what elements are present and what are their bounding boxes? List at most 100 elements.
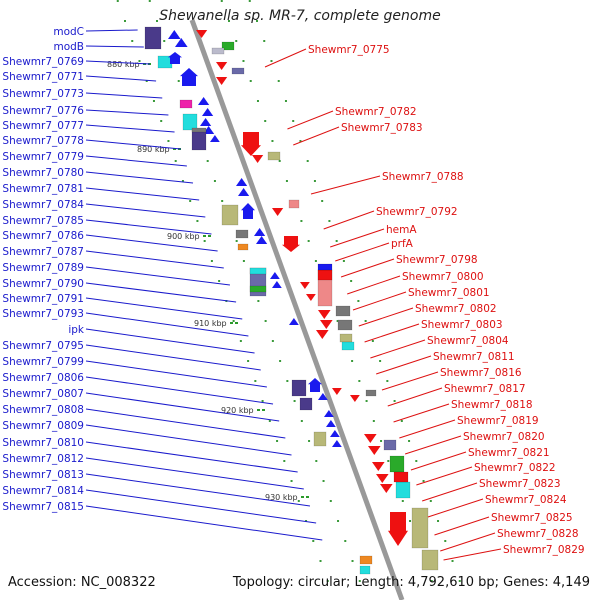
left-gene-label[interactable]: Shewmr7_0795: [2, 340, 84, 352]
gene-arrow-reverse[interactable]: [168, 52, 182, 64]
gene-block[interactable]: [421, 549, 439, 571]
left-gene-label[interactable]: Shewmr7_0779: [2, 151, 84, 163]
left-gene-label[interactable]: Shewmr7_0810: [2, 437, 84, 449]
gene-arrow-reverse[interactable]: [241, 203, 255, 219]
right-gene-label[interactable]: Shewmr7_0816: [440, 367, 522, 379]
gene-block[interactable]: [339, 333, 353, 343]
right-gene-label[interactable]: Shewmr7_0817: [444, 383, 526, 395]
gene-arrow-small[interactable]: [216, 77, 228, 85]
gene-arrow-small[interactable]: [198, 97, 210, 105]
gene-arrow-small[interactable]: [318, 310, 331, 319]
gene-arrow-small[interactable]: [202, 108, 214, 116]
gene-arrow-small[interactable]: [200, 118, 212, 126]
gene-arrow-forward[interactable]: [388, 512, 408, 546]
right-gene-label[interactable]: Shewmr7_0824: [485, 494, 567, 506]
gene-block[interactable]: [411, 507, 429, 549]
left-gene-label[interactable]: Shewmr7_0789: [2, 262, 84, 274]
right-gene-label[interactable]: Shewmr7_0819: [457, 415, 539, 427]
right-gene-label[interactable]: Shewmr7_0829: [503, 544, 585, 556]
gene-block[interactable]: [191, 127, 207, 133]
gene-block[interactable]: [249, 267, 267, 275]
gene-arrow-small[interactable]: [236, 178, 248, 186]
left-gene-label[interactable]: Shewmr7_0773: [2, 88, 84, 100]
gene-arrow-small[interactable]: [368, 446, 381, 455]
left-gene-label[interactable]: Shewmr7_0769: [2, 56, 84, 68]
left-gene-label[interactable]: Shewmr7_0787: [2, 246, 84, 258]
left-gene-label[interactable]: Shewmr7_0781: [2, 183, 84, 195]
right-gene-label[interactable]: hemA: [386, 224, 417, 236]
right-gene-label[interactable]: Shewmr7_0823: [479, 478, 561, 490]
gene-block[interactable]: [337, 319, 353, 331]
gene-block[interactable]: [313, 431, 327, 447]
gene-block[interactable]: [211, 47, 225, 55]
left-gene-label[interactable]: Shewmr7_0808: [2, 404, 84, 416]
gene-arrow-small[interactable]: [376, 474, 389, 483]
gene-block[interactable]: [235, 229, 249, 239]
gene-block[interactable]: [221, 204, 239, 226]
gene-arrow-small[interactable]: [330, 430, 340, 437]
right-gene-label[interactable]: Shewmr7_0803: [421, 319, 503, 331]
gene-block[interactable]: [341, 341, 355, 351]
gene-block[interactable]: [237, 243, 249, 251]
gene-arrow-small[interactable]: [270, 272, 280, 279]
left-gene-label[interactable]: modC: [53, 26, 84, 38]
left-gene-label[interactable]: Shewmr7_0780: [2, 167, 84, 179]
gene-block[interactable]: [365, 389, 377, 397]
right-gene-label[interactable]: Shewmr7_0820: [463, 431, 545, 443]
gene-block[interactable]: [317, 269, 333, 281]
right-gene-label[interactable]: Shewmr7_0828: [497, 528, 579, 540]
left-gene-label[interactable]: Shewmr7_0784: [2, 199, 84, 211]
right-gene-label[interactable]: Shewmr7_0792: [376, 206, 458, 218]
gene-block[interactable]: [389, 455, 405, 473]
gene-block[interactable]: [191, 129, 207, 151]
gene-arrow-small[interactable]: [316, 330, 329, 339]
gene-block[interactable]: [249, 285, 267, 293]
gene-block[interactable]: [359, 565, 371, 575]
left-gene-label[interactable]: modB: [53, 41, 84, 53]
gene-arrow-small[interactable]: [380, 484, 393, 493]
left-gene-label[interactable]: Shewmr7_0815: [2, 501, 84, 513]
right-gene-label[interactable]: Shewmr7_0788: [382, 171, 464, 183]
gene-arrow-small[interactable]: [326, 420, 336, 427]
gene-arrow-small[interactable]: [196, 30, 208, 38]
left-gene-label[interactable]: Shewmr7_0793: [2, 308, 84, 320]
gene-block[interactable]: [267, 151, 281, 161]
right-gene-label[interactable]: Shewmr7_0804: [427, 335, 509, 347]
left-gene-label[interactable]: Shewmr7_0785: [2, 215, 84, 227]
right-gene-label[interactable]: Shewmr7_0782: [335, 106, 417, 118]
gene-arrow-forward[interactable]: [241, 132, 261, 156]
gene-arrow-small[interactable]: [372, 462, 385, 471]
right-gene-label[interactable]: Shewmr7_0783: [341, 122, 423, 134]
gene-arrow-small[interactable]: [254, 228, 266, 236]
left-gene-label[interactable]: Shewmr7_0814: [2, 485, 84, 497]
right-gene-label[interactable]: prfA: [391, 238, 414, 250]
gene-block[interactable]: [317, 263, 333, 271]
right-gene-label[interactable]: Shewmr7_0811: [433, 351, 515, 363]
gene-arrow-forward[interactable]: [282, 236, 300, 252]
gene-arrow-small[interactable]: [168, 30, 181, 39]
gene-arrow-small[interactable]: [332, 440, 342, 447]
gene-block[interactable]: [393, 471, 409, 483]
right-gene-label[interactable]: Shewmr7_0801: [408, 287, 490, 299]
gene-block[interactable]: [231, 67, 245, 75]
gene-arrow-small[interactable]: [256, 236, 268, 244]
left-gene-label[interactable]: Shewmr7_0813: [2, 469, 84, 481]
left-gene-label[interactable]: Shewmr7_0812: [2, 453, 84, 465]
left-gene-label[interactable]: Shewmr7_0791: [2, 293, 84, 305]
gene-arrow-small[interactable]: [289, 318, 299, 325]
right-gene-label[interactable]: Shewmr7_0822: [474, 462, 556, 474]
left-gene-label[interactable]: Shewmr7_0807: [2, 388, 84, 400]
gene-block[interactable]: [288, 199, 300, 209]
gene-block[interactable]: [221, 41, 235, 51]
gene-arrow-small[interactable]: [324, 410, 334, 417]
left-gene-label[interactable]: Shewmr7_0806: [2, 372, 84, 384]
gene-arrow-small[interactable]: [332, 388, 342, 395]
gene-block[interactable]: [291, 379, 307, 397]
left-gene-label[interactable]: Shewmr7_0799: [2, 356, 84, 368]
right-gene-label[interactable]: Shewmr7_0821: [468, 447, 550, 459]
gene-arrow-small[interactable]: [238, 188, 250, 196]
left-gene-label[interactable]: Shewmr7_0778: [2, 135, 84, 147]
gene-arrow-small[interactable]: [320, 320, 333, 329]
gene-arrow-small[interactable]: [272, 208, 284, 216]
gene-block[interactable]: [144, 26, 162, 50]
